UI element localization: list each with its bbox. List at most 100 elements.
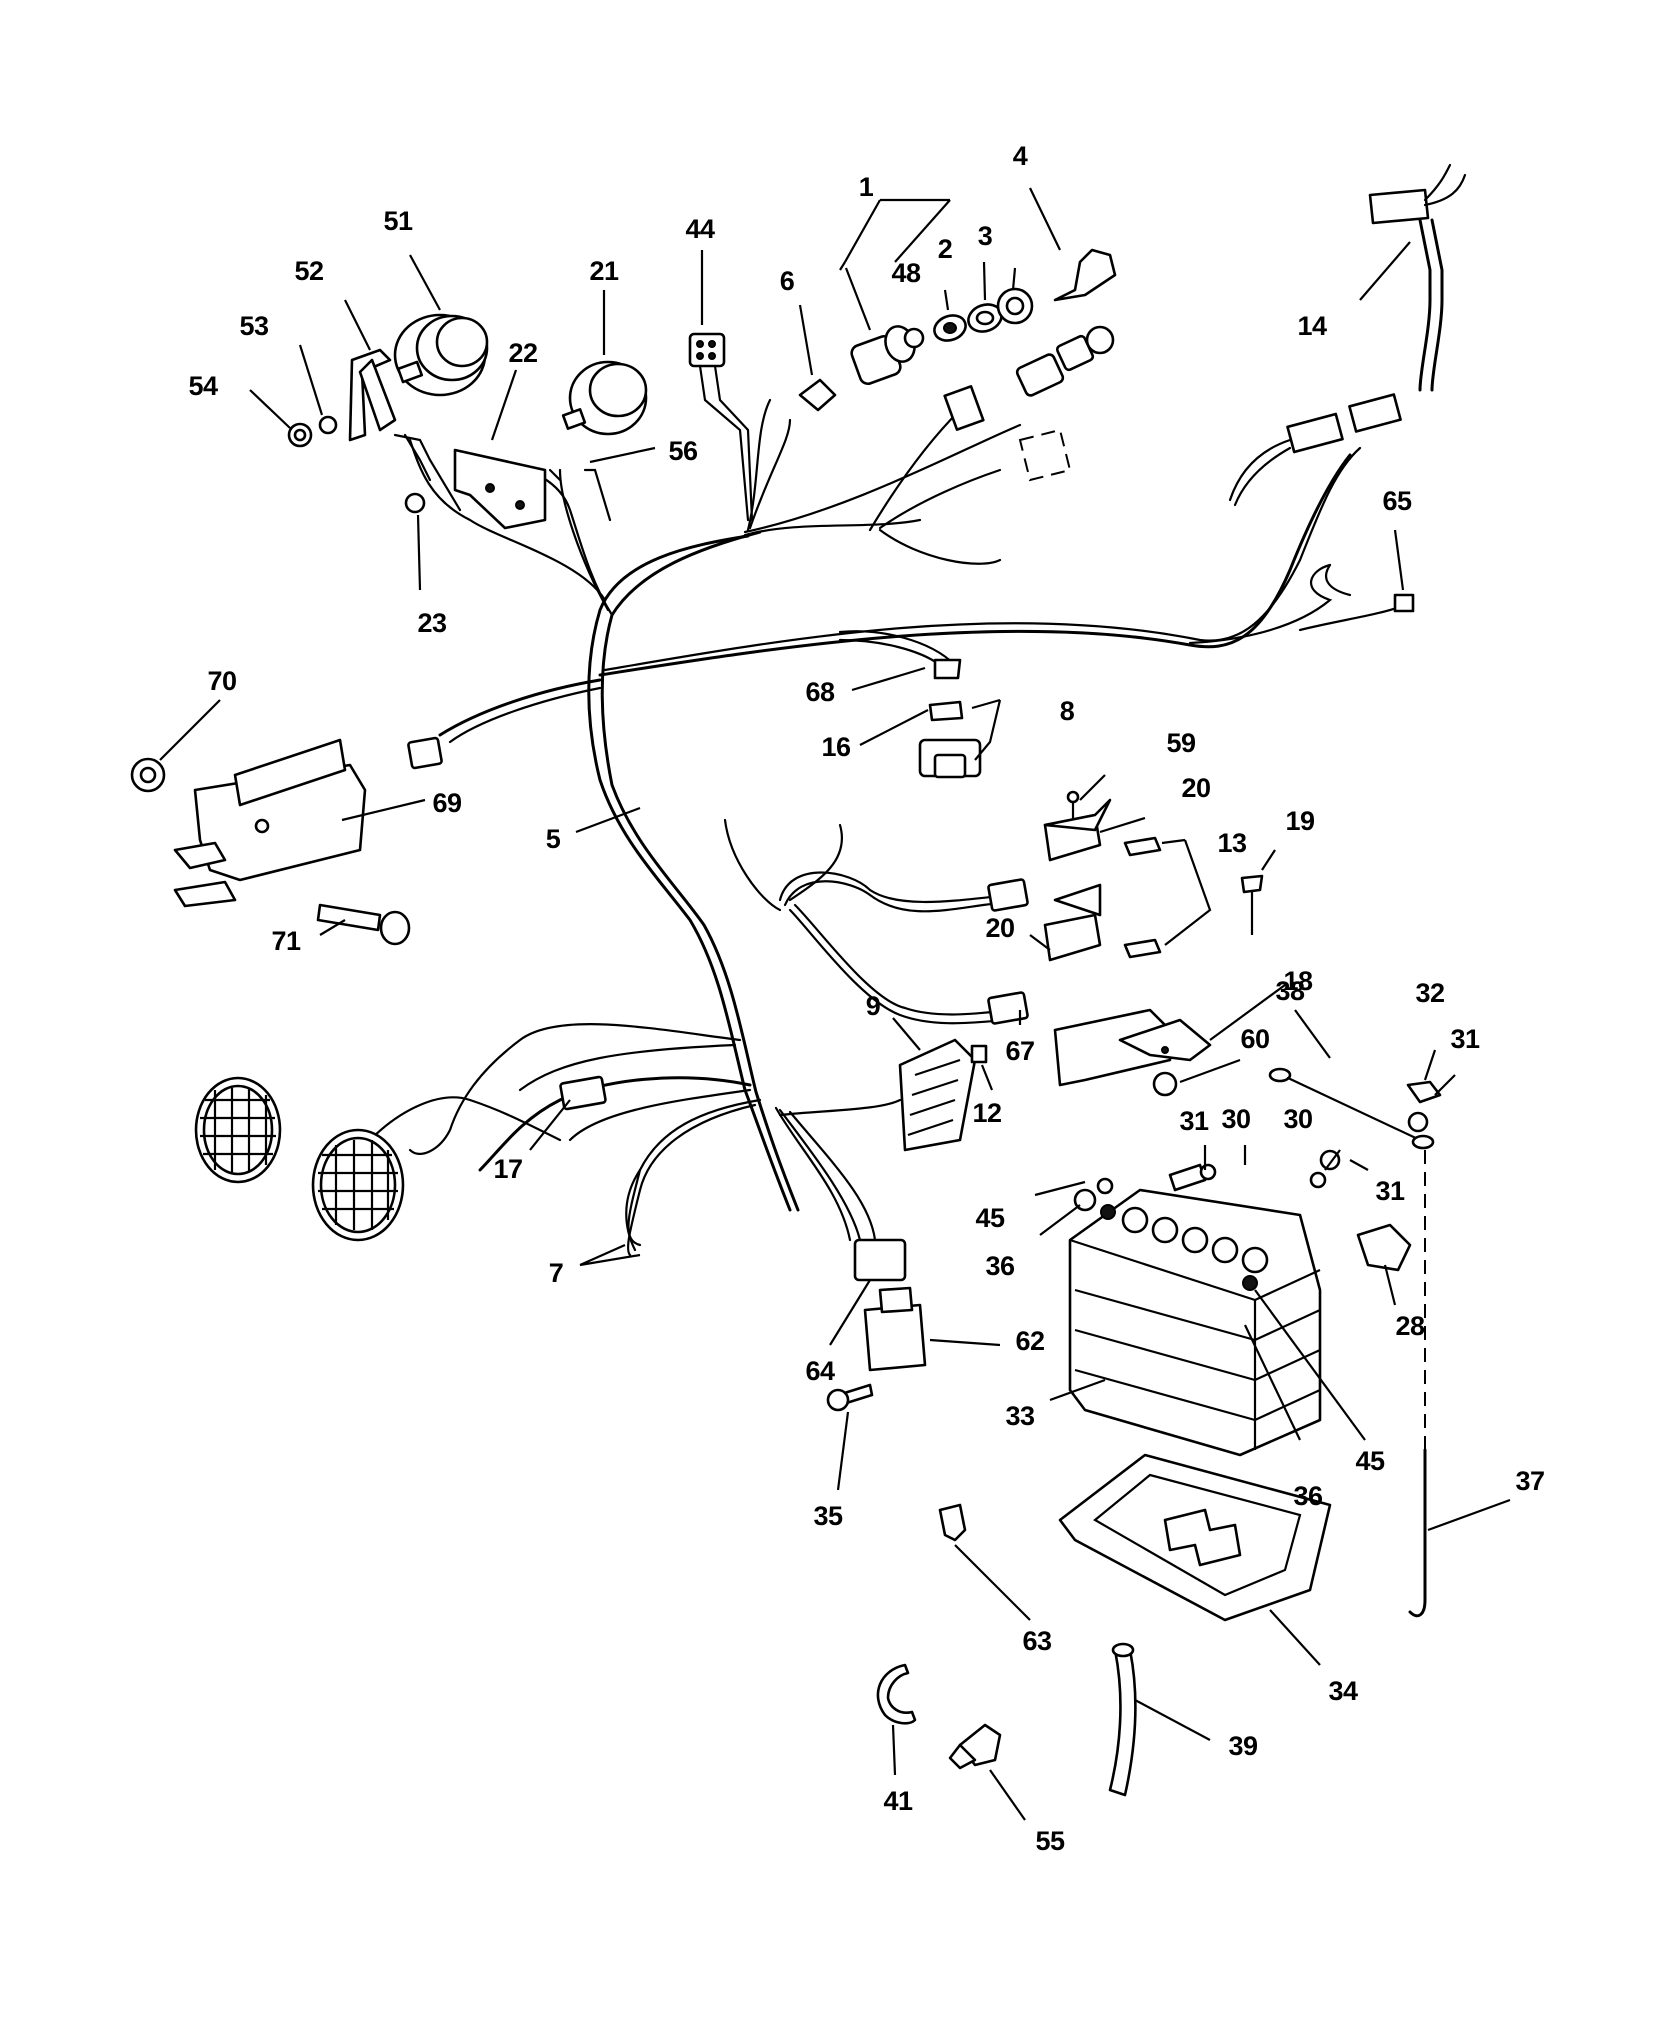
callout-20a: 20	[1181, 773, 1210, 803]
screw-35	[826, 1383, 874, 1412]
callout-labels: 1 2 3 4 48 6 44 14 51 52 53 54 21 22 56 …	[188, 141, 1545, 1856]
gauge-51-tachometer	[393, 313, 489, 397]
callout-30b: 30	[1283, 1104, 1312, 1134]
callout-7: 7	[549, 1258, 564, 1288]
ignition-switch-assembly	[798, 248, 1117, 482]
connector-65	[1325, 563, 1415, 613]
callout-6: 6	[780, 266, 795, 296]
callout-68: 68	[805, 677, 835, 707]
callout-16: 16	[821, 732, 851, 762]
callout-70: 70	[207, 666, 236, 696]
callout-20b: 20	[985, 913, 1014, 943]
hold-down-rod-38	[1268, 1067, 1435, 1150]
connector-to-69	[407, 736, 443, 770]
callout-48: 48	[891, 258, 921, 288]
callout-67: 67	[1005, 1036, 1034, 1066]
callout-62: 62	[1015, 1326, 1044, 1356]
switch-20-lower	[1043, 883, 1102, 962]
callout-44: 44	[685, 214, 715, 244]
callout-31c: 31	[1375, 1176, 1405, 1206]
callout-1: 1	[859, 172, 874, 202]
connectors-67	[987, 878, 1029, 1025]
bracket-18	[1053, 1008, 1212, 1087]
callout-71: 71	[271, 926, 301, 956]
callout-56: 56	[668, 436, 698, 466]
clip-41	[876, 1663, 917, 1725]
callout-5: 5	[546, 824, 561, 854]
relay-62	[863, 1286, 927, 1372]
callout-64: 64	[805, 1356, 835, 1386]
callout-36b: 36	[1293, 1481, 1323, 1511]
bracket-22	[393, 433, 612, 530]
nut-23	[404, 492, 426, 514]
callout-54: 54	[188, 371, 218, 401]
callout-3: 3	[978, 221, 993, 251]
callout-45b: 45	[1355, 1446, 1385, 1476]
screw-19	[1240, 874, 1264, 935]
callout-69: 69	[432, 788, 462, 818]
callout-38: 38	[1275, 976, 1305, 1006]
callout-23: 23	[417, 608, 447, 638]
connector-64	[853, 1238, 907, 1282]
callout-63: 63	[1022, 1626, 1052, 1656]
washer-53-and-nut-54	[287, 415, 338, 448]
callout-59: 59	[1166, 728, 1196, 758]
callout-39: 39	[1228, 1731, 1258, 1761]
battery-tray-34	[1058, 1453, 1332, 1622]
callout-33: 33	[1005, 1401, 1035, 1431]
callout-41: 41	[883, 1786, 913, 1816]
gauge-21-hourmeter	[561, 360, 648, 436]
connector-17	[559, 1075, 607, 1111]
terminal-68	[933, 658, 962, 680]
callout-14: 14	[1297, 311, 1327, 341]
j-bolt-37	[1408, 1150, 1427, 1618]
pads-13	[1123, 836, 1162, 959]
callout-34: 34	[1328, 1676, 1358, 1706]
battery-33	[1068, 1188, 1322, 1457]
clip-63	[938, 1503, 967, 1542]
callout-19: 19	[1285, 806, 1315, 836]
callout-2: 2	[938, 234, 953, 264]
fuse-block-9	[898, 1038, 977, 1152]
leader-lines	[159, 187, 1511, 1821]
callout-18: 18	[1283, 966, 1313, 996]
callout-60: 60	[1240, 1024, 1269, 1054]
callout-55: 55	[1035, 1826, 1065, 1856]
callout-65: 65	[1382, 486, 1412, 516]
callout-37: 37	[1515, 1466, 1544, 1496]
nut-60	[1152, 1071, 1178, 1097]
callout-13: 13	[1217, 828, 1247, 858]
callout-30a: 30	[1221, 1104, 1250, 1134]
nut-70	[130, 757, 166, 793]
terminal-12	[970, 1044, 988, 1064]
callout-36a: 36	[985, 1251, 1015, 1281]
callout-51: 51	[383, 206, 413, 236]
connector-44	[688, 332, 754, 522]
screw-71	[316, 903, 411, 946]
callout-22: 22	[508, 338, 537, 368]
callout-8: 8	[1060, 696, 1075, 726]
switch-8-and-16	[918, 700, 982, 779]
callout-31b: 31	[1179, 1106, 1209, 1136]
hose-39	[1108, 1642, 1137, 1797]
callout-4: 4	[1013, 141, 1028, 171]
callout-21: 21	[589, 256, 619, 286]
callout-45a: 45	[975, 1203, 1005, 1233]
callout-35: 35	[813, 1501, 843, 1531]
callout-17: 17	[493, 1154, 522, 1184]
callout-9: 9	[866, 991, 881, 1021]
callout-28: 28	[1395, 1311, 1425, 1341]
callout-12: 12	[972, 1098, 1001, 1128]
headlight-right	[311, 1128, 405, 1242]
callout-31a: 31	[1450, 1024, 1480, 1054]
headlight-left	[194, 1076, 282, 1184]
wire-leads-7	[625, 1168, 642, 1252]
callout-32: 32	[1415, 978, 1444, 1008]
callout-53: 53	[239, 311, 269, 341]
switch-20-upper	[1043, 798, 1112, 862]
seat-switch-69	[173, 738, 367, 908]
bracket-52	[348, 348, 397, 442]
callout-52: 52	[294, 256, 323, 286]
clamp-55	[948, 1723, 1002, 1770]
